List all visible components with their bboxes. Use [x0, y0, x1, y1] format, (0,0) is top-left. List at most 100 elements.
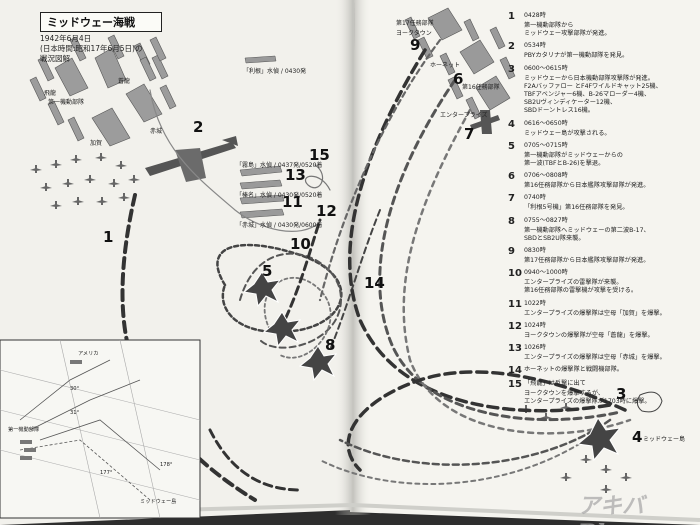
event-number: 1: [508, 11, 515, 22]
map-number-11: 11: [282, 193, 303, 211]
event-item: 15「飛龍」は反撃に出てヨークタウンを爆撃するが、エンタープライズの爆撃隊が17…: [508, 380, 688, 406]
date-line-3: 戦況図解: [40, 54, 70, 63]
explosion-akagi: [298, 345, 338, 382]
event-line: 「利根5号機」第16任務部隊を発見。: [524, 204, 629, 212]
event-time: 0616〜0650時: [524, 119, 568, 127]
event-item: 7 0740時「利根5号機」第16任務部隊を発見。: [508, 194, 688, 212]
carrier-yorktown: [427, 7, 463, 41]
explosion-midway: [576, 417, 622, 462]
explosion-5: [242, 271, 282, 308]
event-number: 2: [508, 41, 515, 53]
event-line: ヨークタウンを爆撃するが、: [524, 390, 605, 398]
route-2: [149, 89, 321, 232]
label-midway-island: ミッドウェー島: [643, 436, 686, 443]
event-time: 0940〜1000時: [524, 269, 568, 277]
inset-label-fleet: 第一機動部隊: [8, 427, 40, 433]
map-number-14: 14: [364, 274, 385, 292]
event-line: 第一機動部隊がミッドウェーからの: [524, 151, 623, 159]
inset-label-lon2: 178°: [160, 462, 173, 468]
event-number: 12: [508, 320, 522, 332]
event-number: 5: [508, 140, 515, 152]
event-item: 9 0830時第17任務部隊から日本艦隊攻撃部隊が発進。: [508, 247, 688, 265]
map-number-1: 1: [103, 228, 114, 246]
event-line: 第一波(TBFとB-26)を撃退。: [524, 160, 605, 168]
attack-routes: [120, 38, 632, 502]
event-time: 0830時: [524, 247, 546, 255]
event-line: 第16任務部隊の雷撃機が攻撃を受ける。: [524, 287, 638, 295]
book-gutter: [335, 0, 371, 515]
carrier-akagi: [125, 83, 163, 123]
event-time: 「飛龍」は反撃に出て: [524, 380, 586, 388]
event-number: 8: [508, 215, 515, 227]
event-time: 0600〜0615時: [524, 64, 568, 72]
inset-label-lat2: 31°: [70, 410, 80, 416]
inset-map: [0, 339, 201, 519]
event-line: ヨークタウンの爆撃隊が空母「蒼龍」を爆撃。: [524, 331, 654, 339]
event-line: エンタープライズの爆撃隊は空母「赤城」を爆撃。: [524, 354, 666, 362]
event-line: SBDとSB2U隊来襲。: [524, 234, 585, 242]
map-date-caption: 1942年6月4日 (日本時間:昭和17年6月5日)の 戦況図解: [40, 34, 142, 64]
event-number: 4: [508, 118, 515, 130]
label-akagi-scout: 「赤城」水偵 / 0430発/0600着: [236, 222, 323, 229]
event-line: ミッドウェー島が攻撃される。: [524, 129, 611, 137]
map-number-12: 12: [316, 202, 337, 220]
label-kirishima-scout: 「霧島」水偵 / 0437発/0520着: [236, 162, 323, 169]
event-time: 0705〜0715時: [524, 141, 568, 149]
scout-ships: [239, 55, 285, 219]
label-haruna-scout: 「榛名」水偵 / 0430発/0520着: [236, 192, 323, 199]
event-time: 0706〜0808時: [524, 172, 568, 180]
carrier-hiryu: [54, 57, 89, 97]
map-number-4: 4: [632, 428, 643, 446]
pby-catalina: [145, 136, 238, 182]
japanese-planes-group: [30, 153, 140, 209]
event-number: 6: [508, 171, 515, 183]
event-number: 13: [508, 343, 522, 355]
label-yorktown: ヨークタウン: [396, 30, 432, 37]
map-number-3: 3: [616, 385, 627, 403]
event-line: 第17任務部隊から日本艦隊攻撃部隊が発進。: [524, 257, 650, 265]
label-kaga: 加賀: [90, 140, 103, 147]
event-time: ホーネットの爆撃隊と戦闘機部隊。: [524, 366, 623, 374]
event-time: 0755〜0827時: [524, 216, 568, 224]
event-item: 4 0616〜0650時ミッドウェー島が攻撃される。: [508, 118, 688, 138]
date-line-2: (日本時間:昭和17年6月5日)の: [40, 44, 143, 53]
label-hornet: ホーネット: [430, 62, 461, 69]
event-item: 1 0428時第一機動部隊からミッドウェー攻撃部隊が発進。: [508, 12, 688, 38]
event-number: 9: [508, 246, 515, 258]
event-time: 0534時: [524, 42, 546, 50]
events-legend: 1 0428時第一機動部隊からミッドウェー攻撃部隊が発進。 2 0534時 PBYカタリ…: [508, 12, 688, 411]
event-line: 第16任務部隊から日本艦隊攻撃部隊が発進。: [524, 182, 650, 190]
carrier-soryu: [94, 47, 127, 89]
watermark: アキバBlog: [578, 493, 645, 525]
map-number-15: 15: [309, 146, 330, 164]
event-item: 2 0534時 PBYカタリナが第一機動部隊を発見。: [508, 42, 688, 60]
event-time: 0740時: [524, 194, 546, 202]
label-soryu: 蒼龍: [118, 78, 131, 85]
map-number-7: 7: [464, 125, 475, 143]
event-time: 0428時: [524, 12, 546, 19]
event-line: PBYカタリナが第一機動部隊を発見。: [524, 52, 629, 60]
event-time: 1022時: [524, 299, 546, 307]
event-number: 7: [508, 193, 515, 205]
explosion-markers: [242, 271, 622, 462]
event-line: エンタープライズの爆撃隊が1703時に爆撃。: [524, 398, 651, 406]
label-enterprise: エンタープライズ: [440, 112, 488, 119]
label-akagi: 赤城: [150, 128, 163, 135]
inset-label-lat1: 30°: [70, 386, 80, 392]
event-line: 第一機動部隊から: [524, 22, 574, 29]
carrier-enterprise: [475, 75, 511, 111]
scout-plane-tone: [470, 110, 500, 134]
map-number-13: 13: [285, 166, 306, 184]
route-1: [120, 193, 257, 502]
label-tone-scout: 「利根」水偵 / 0430発: [243, 68, 307, 75]
event-number: 11: [508, 298, 522, 310]
event-number: 10: [508, 268, 522, 280]
event-line: ミッドウェー攻撃部隊が発進。: [524, 30, 611, 38]
japanese-fleet-ships: [29, 34, 177, 147]
